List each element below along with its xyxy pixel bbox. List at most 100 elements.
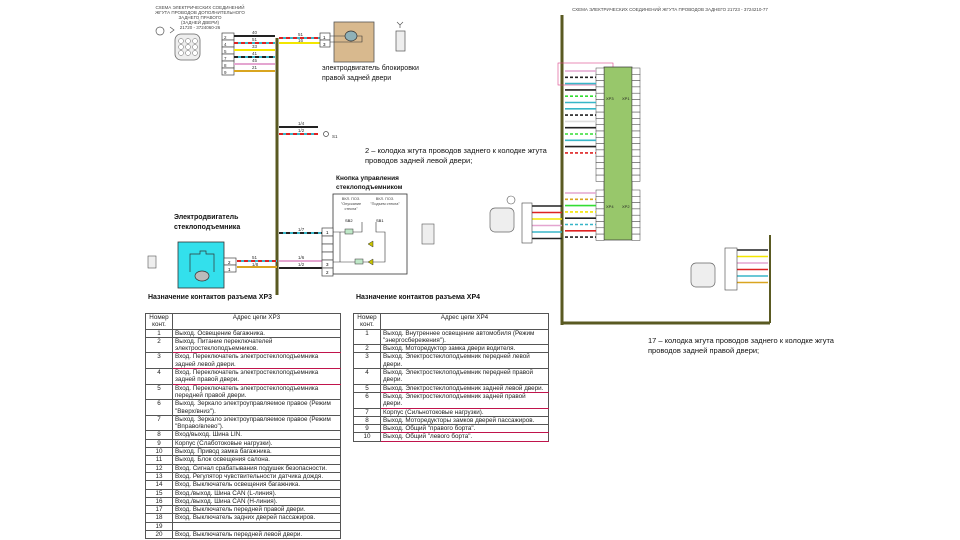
lock-connector-icon xyxy=(395,21,406,52)
col-address: Адрес цепи XP3 xyxy=(172,313,341,330)
pin xyxy=(595,111,605,119)
contact-number: 7 xyxy=(353,407,381,417)
contact-number: 7 xyxy=(145,414,173,432)
circuit-address: Выход. Блок освещения салона. xyxy=(172,455,341,465)
contact-number: 2 xyxy=(353,344,381,354)
circuit-address: Выход. Освещение багажника. xyxy=(172,328,341,338)
pin xyxy=(595,227,605,235)
right-harness xyxy=(557,15,771,325)
circuit-address: Корпус (Сильнотоковые нагрузки). xyxy=(380,407,549,417)
circuit-address: Выход. Моторедуктор замка двери водителя… xyxy=(380,344,549,354)
block-label: XP2 xyxy=(622,204,630,209)
col-address: Адрес цепи XP4 xyxy=(380,313,549,330)
lock-motor-icon: 1 3 xyxy=(319,21,375,63)
contact-number: 9 xyxy=(353,424,381,434)
wire-code: 1/4 xyxy=(298,121,305,126)
pin xyxy=(631,162,641,170)
pin xyxy=(595,118,605,125)
circuit-address: Вход./выход. Шина CAN (L-линия). xyxy=(172,488,341,498)
col-number: Номер конт. xyxy=(145,313,173,330)
contact-number: 3 xyxy=(353,352,381,370)
pin xyxy=(595,233,605,241)
wire-code: 1/2 xyxy=(298,128,305,133)
circuit-address: Выход. Моторедукторы замков дверей пасса… xyxy=(380,415,549,426)
contact-number: 19 xyxy=(145,521,173,532)
pin xyxy=(631,111,641,119)
pin xyxy=(595,105,605,113)
contact-number: 5 xyxy=(353,383,381,393)
circuit-address: Вход. Переключатель электростеклоподъемн… xyxy=(172,383,341,401)
pin xyxy=(631,118,641,125)
right-connector-pins xyxy=(595,67,641,241)
wire-code: 40 xyxy=(252,30,258,35)
contact-number: 2 xyxy=(145,336,173,354)
pin xyxy=(595,174,605,182)
pin xyxy=(631,168,641,176)
switch-label: Кнопка управления стеклоподъемником xyxy=(336,175,403,191)
pin xyxy=(595,214,605,222)
circuit-address: Вход. Выключатель передней правой двери. xyxy=(172,505,341,515)
harness-wires xyxy=(234,35,322,295)
connector-2-right-icon xyxy=(489,195,533,244)
contact-number: 13 xyxy=(145,471,173,482)
pin xyxy=(595,149,605,157)
switch-sb2-label: SB2 xyxy=(345,218,353,223)
pin xyxy=(631,143,641,151)
xp4-heading: Назначение контактов разъема XP4 xyxy=(356,294,481,301)
pin-number: 2 xyxy=(326,270,329,275)
wire-code: 1/7 xyxy=(298,227,305,232)
wire-code: 1/8 xyxy=(252,262,259,267)
contact-number: 12 xyxy=(145,463,173,473)
block-label: XP3 xyxy=(606,96,614,101)
contact-number: 6 xyxy=(145,399,173,416)
circuit-address: Выход. Общий "левого борта". xyxy=(380,432,549,442)
pin xyxy=(595,99,605,107)
pin-number: 5 xyxy=(224,49,227,54)
pin xyxy=(595,221,605,229)
contact-number: 4 xyxy=(145,368,173,385)
contact-number: 15 xyxy=(145,488,173,498)
note-connector-2: 2 – колодка жгута проводов заднего к кол… xyxy=(365,146,547,165)
contact-number: 20 xyxy=(145,529,173,540)
switch-sb1-label: SB1 xyxy=(376,218,384,223)
pin xyxy=(595,67,605,75)
circuit-address xyxy=(172,521,341,532)
pin xyxy=(631,196,641,203)
circuit-address: Вход. Выключатель задних дверей пассажир… xyxy=(172,513,341,523)
connector-2-icon xyxy=(155,26,201,61)
pin-number: 2 xyxy=(228,260,231,265)
contact-number: 8 xyxy=(145,430,173,440)
contact-number: 18 xyxy=(145,513,173,523)
wire-code: 1/2 xyxy=(298,262,305,267)
contact-number: 6 xyxy=(353,391,381,409)
wire-code: 45 xyxy=(252,58,258,63)
circuit-address: Выход. Питание переключателей электросте… xyxy=(172,336,341,354)
window-motor-icon: 2 1 xyxy=(147,241,237,289)
right-wires xyxy=(532,70,768,284)
pin xyxy=(595,74,605,81)
pin xyxy=(631,155,641,163)
contact-number: 10 xyxy=(145,447,173,457)
circuit-address: Выход. Внутреннее освещение автомобиля (… xyxy=(380,328,549,346)
